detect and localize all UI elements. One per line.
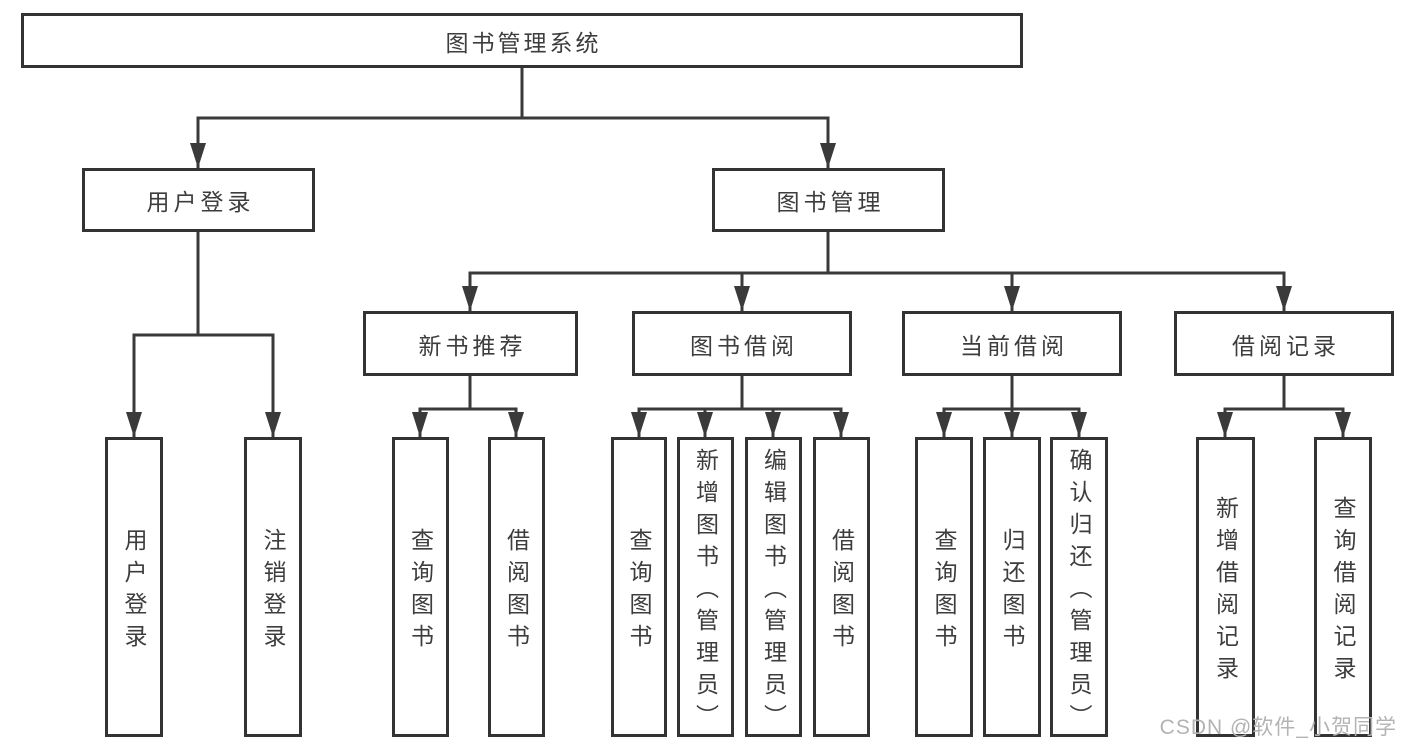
node-label: 注销登录 (260, 527, 286, 656)
node-label: 归还图书 (999, 527, 1025, 656)
node-label: 查询图书 (931, 527, 957, 656)
node-confirm-return-admin: 确认归还（管理员） (1050, 437, 1108, 737)
node-book-management: 图书管理 (712, 168, 945, 232)
node-query-books-borrowing: 查询图书 (611, 437, 667, 737)
node-label: 当前借阅 (960, 332, 1068, 359)
node-book-borrowing: 图书借阅 (632, 311, 852, 376)
node-user-login: 用户登录 (82, 168, 315, 232)
node-add-borrow-record: 新增借阅记录 (1196, 437, 1255, 737)
node-add-books-admin: 新增图书（管理员） (677, 437, 734, 737)
node-user-login-leaf: 用户登录 (105, 437, 163, 737)
node-logout: 注销登录 (244, 437, 302, 737)
node-label: 编辑图书（管理员） (760, 447, 787, 736)
node-label: 用户登录 (146, 189, 255, 215)
node-label: 新增借阅记录 (1212, 495, 1239, 688)
node-borrow-books-borrowing: 借阅图书 (813, 437, 870, 737)
node-edit-books-admin: 编辑图书（管理员） (745, 437, 802, 737)
arrow-down-icons (126, 143, 1351, 437)
node-label: 新书推荐 (418, 332, 527, 359)
node-query-books-recommend: 查询图书 (392, 437, 449, 737)
node-label: 新增图书（管理员） (692, 447, 719, 736)
node-borrowing-records: 借阅记录 (1174, 311, 1394, 376)
node-label: 图书借阅 (690, 332, 798, 359)
node-label: 图书管理 (776, 189, 885, 215)
node-return-books: 归还图书 (983, 437, 1041, 737)
node-library-management-system: 图书管理系统 (21, 13, 1023, 68)
node-query-books-current: 查询图书 (915, 437, 973, 737)
node-label: 借阅记录 (1232, 332, 1340, 359)
node-current-borrowing: 当前借阅 (902, 311, 1122, 376)
node-new-book-recommendation: 新书推荐 (363, 311, 578, 376)
node-label: 查询借阅记录 (1330, 495, 1356, 688)
node-label: 用户登录 (121, 527, 147, 656)
node-label: 确认归还（管理员） (1066, 447, 1092, 736)
node-query-borrow-record: 查询借阅记录 (1314, 437, 1372, 737)
node-label: 借阅图书 (503, 527, 530, 656)
node-label: 查询图书 (626, 527, 652, 656)
node-label: 查询图书 (407, 527, 434, 656)
node-borrow-books-recommend: 借阅图书 (488, 437, 545, 737)
connector-lines (132, 68, 1345, 437)
csdn-watermark: CSDN @软件_小贺同学 (1159, 716, 1397, 739)
node-label: 借阅图书 (828, 527, 855, 656)
node-label: 图书管理系统 (445, 29, 602, 56)
